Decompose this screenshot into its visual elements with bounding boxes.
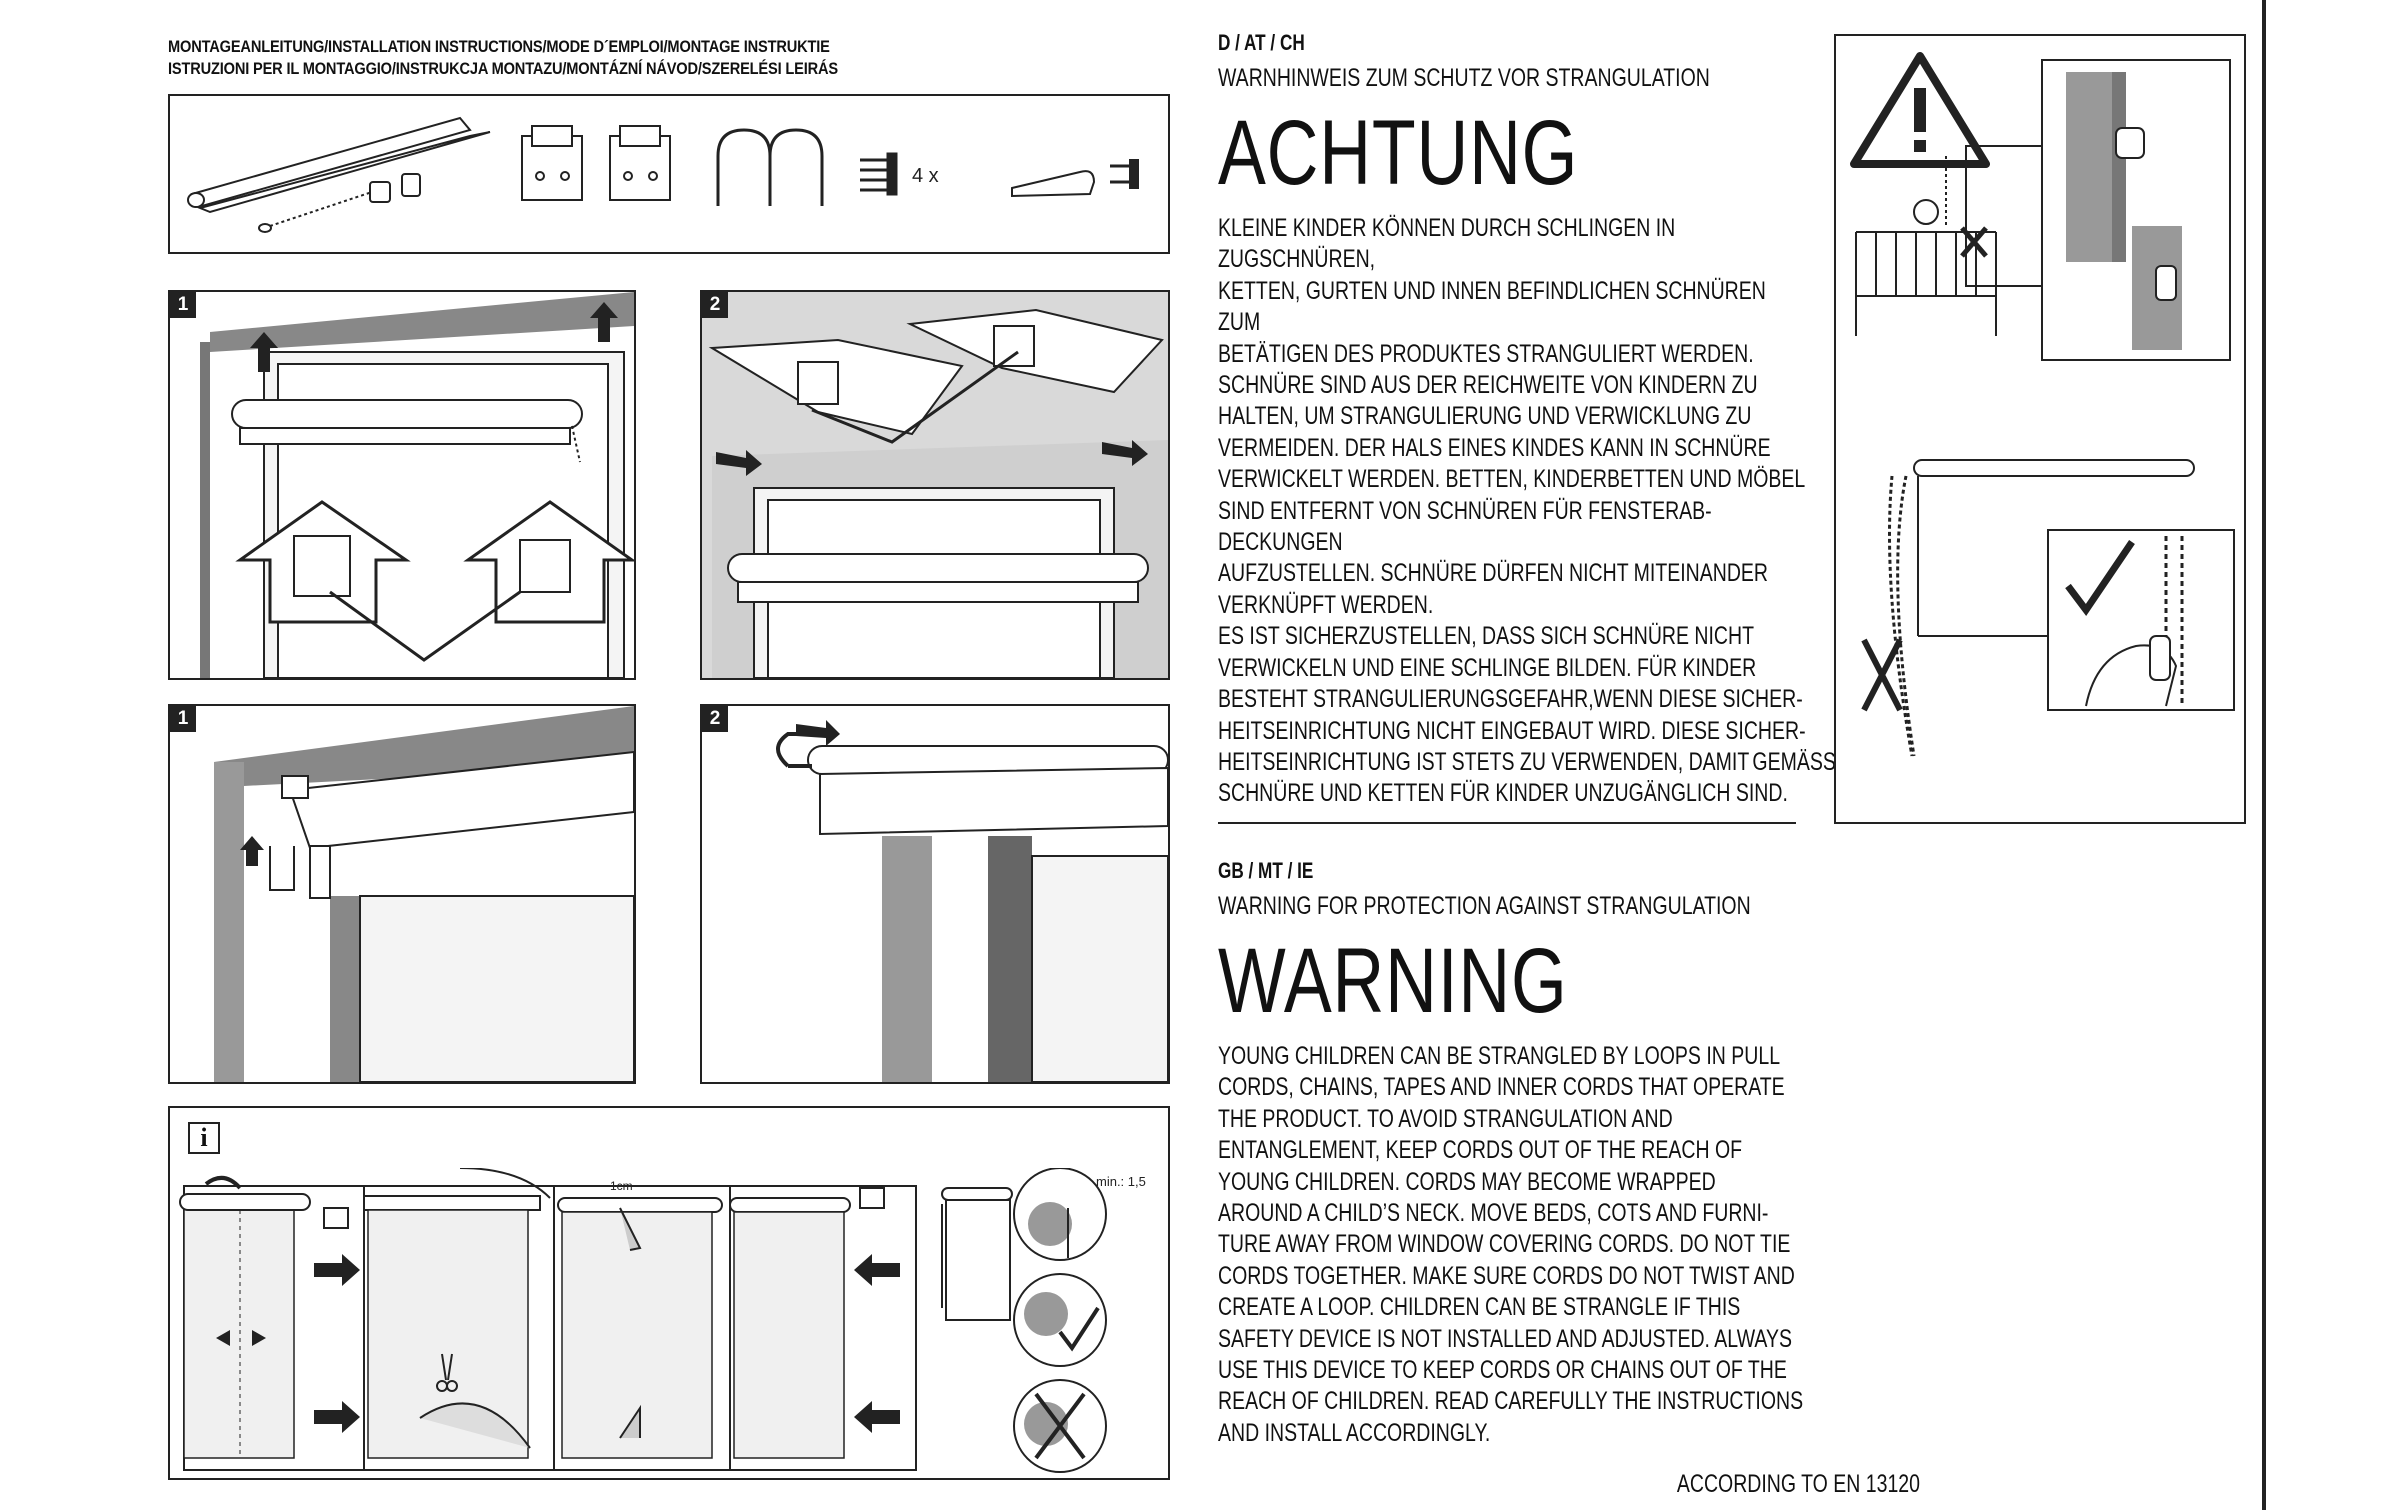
step-b2-panel: 2 (700, 704, 1170, 1084)
safety-illustration-box (1834, 34, 2246, 824)
header-line-2: ISTRUZIONI PER IL MONTAGGIO/INSTRUKCJA M… (168, 59, 838, 78)
german-warning-section: D / AT / CH WARNHINWEIS ZUM SCHUTZ VOR S… (1218, 30, 1811, 810)
connector-lines (329, 590, 521, 662)
roller-blind-icon (727, 553, 1149, 603)
bracket-left-icon (521, 125, 583, 201)
warning-body: KLEINE KINDER KÖNNEN DURCH SCHLINGEN IN … (1218, 214, 1806, 808)
step-number: 2 (702, 706, 728, 732)
info-icon: i (188, 1122, 220, 1154)
warning-subtitle: WARNING FOR PROTECTION AGAINST STRANGULA… (1218, 892, 1751, 920)
step-a2-illustration (708, 308, 1168, 678)
clip-icon (716, 128, 824, 206)
step-number: 2 (702, 292, 728, 318)
checkmark-icon (1058, 1306, 1100, 1352)
header-line-1: MONTAGEANLEITUNG/INSTALLATION INSTRUCTIO… (168, 37, 830, 56)
region-label: GB / MT / IE (1218, 858, 1314, 883)
english-reference: ACCORDING TO EN 13120 (1676, 1470, 1920, 1498)
trim-step-1 (179, 1176, 365, 1471)
parts-illustration: 4 x (187, 116, 1139, 233)
bracket-detail-right (463, 500, 634, 624)
english-warning-section: GB / MT / IE WARNING FOR PROTECTION AGAI… (1218, 858, 1811, 1449)
parts-overview-box: 4 x (168, 94, 1170, 254)
cross-icon (1960, 226, 1988, 258)
bracket-detail-left (235, 500, 411, 624)
screw-count-label: 4 x (912, 165, 939, 187)
min-clearance-circle: min.: 1,5 (1013, 1168, 1146, 1261)
trim-step-2 (363, 1168, 555, 1471)
cut-width-label: 1cm (610, 1179, 633, 1193)
bracket-clip-icon (269, 775, 309, 891)
step-b2-illustration (776, 720, 1168, 1082)
screws-icon (860, 152, 898, 196)
step-b1-panel: 1 (168, 704, 636, 1084)
window-frame (1031, 855, 1168, 1082)
roller-blind-icon (807, 745, 1168, 836)
end-plug-icon (369, 173, 421, 203)
safety-device-detail (2047, 529, 2235, 711)
section-divider (1218, 822, 1796, 824)
step-number: 1 (170, 292, 196, 318)
step-b1-illustration (214, 706, 634, 1082)
warning-body: YOUNG CHILDREN CAN BE STRANGLED BY LOOPS… (1218, 1042, 1804, 1447)
incorrect-cross-circle (1013, 1379, 1107, 1473)
warning-title: ACHTUNG (1218, 102, 1579, 204)
clip-icon (776, 732, 812, 768)
wall-recess (882, 836, 932, 1082)
wall-mount-icon (2041, 59, 2231, 361)
info-illustration: 1cm min.: 1,5 (179, 1168, 1146, 1473)
safety-illustration (1850, 52, 2235, 757)
document-header: MONTAGEANLEITUNG/INSTALLATION INSTRUCTIO… (168, 36, 1028, 80)
warning-subtitle: WARNHINWEIS ZUM SCHUTZ VOR STRANGULATION (1218, 64, 1710, 92)
info-panel: i (168, 1106, 1170, 1480)
checkmark-icon (2065, 540, 2135, 617)
page-edge-line (2262, 0, 2266, 1510)
correct-check-circle (1013, 1273, 1107, 1367)
step-a1-panel: 1 (168, 290, 636, 680)
trim-step-3: 1cm (553, 1179, 731, 1471)
min-label: min.: 1,5 (1096, 1174, 1146, 1189)
right-arrow-icon (796, 720, 840, 746)
warning-title: WARNING (1218, 930, 1568, 1032)
left-arrow-icon (854, 1254, 900, 1286)
roller-blind-icon (231, 399, 583, 463)
step-a1-illustration (200, 292, 634, 678)
roller-blind-icon (288, 750, 634, 899)
wall-recess (210, 292, 634, 352)
up-arrow-icon (240, 836, 264, 866)
safety-device-icon (1011, 159, 1139, 198)
cross-icon (1034, 1392, 1086, 1460)
step-a2-panel: 2 (700, 290, 1170, 680)
right-arrow-icon (314, 1254, 360, 1286)
bracket-card-right (906, 308, 1164, 394)
warning-triangle-icon (1850, 52, 1990, 168)
blind-side-diagram (941, 1187, 1013, 1321)
region-label: D / AT / CH (1218, 30, 1305, 55)
connector-lines (811, 350, 1019, 444)
right-arrow-icon (716, 440, 1148, 476)
bracket-right-icon (609, 125, 671, 201)
cross-icon (1861, 638, 1903, 712)
trim-step-4 (729, 1185, 917, 1471)
roller-tube-icon (187, 116, 491, 233)
up-arrow-icon (250, 302, 618, 372)
step-number: 1 (170, 706, 196, 732)
scissors-icon (436, 1353, 458, 1392)
